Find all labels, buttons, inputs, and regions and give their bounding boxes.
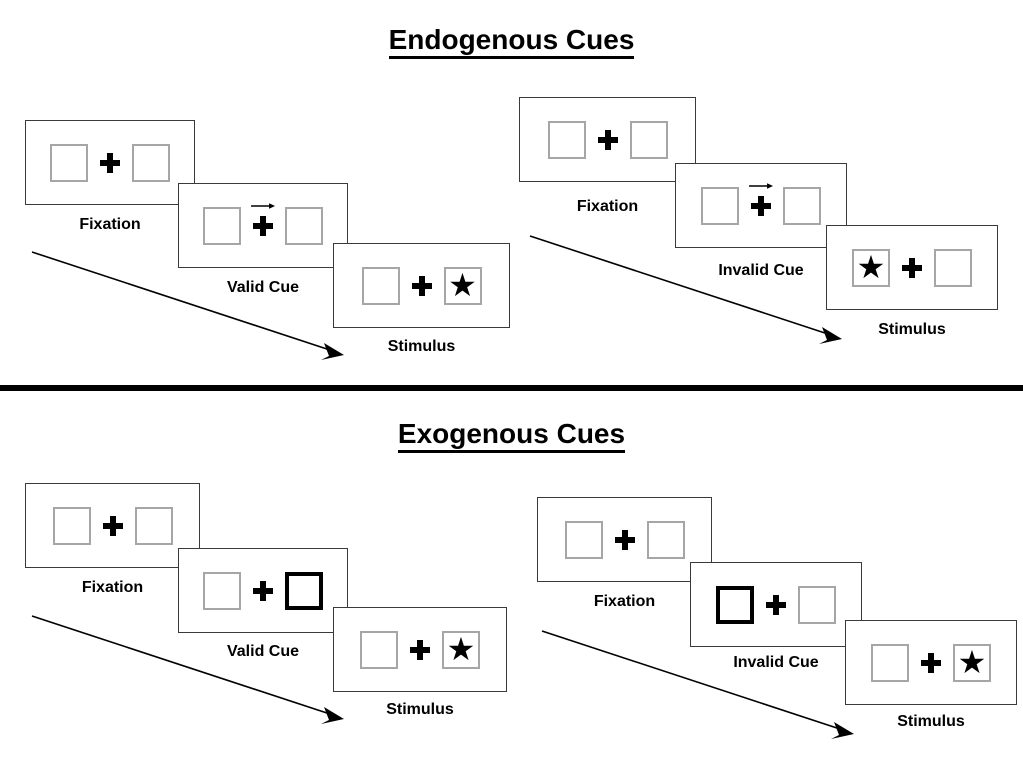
stage-panel-cue: ★ ★ [178,183,348,268]
stage-panel-cue: ★ ★ [675,163,847,248]
right-placeholder-box: ★ [646,520,685,559]
stage-display: ★ ★ [852,248,972,287]
fixation-cross-icon [597,129,618,150]
left-placeholder-box: ★ [360,630,398,669]
right-placeholder-box: ★ [798,585,836,624]
section-title-endogenous: Endogenous Cues [0,24,1023,59]
stage-panel-stimulus: ★ ★ [333,243,510,328]
stage-caption-cue: Valid Cue [226,279,300,296]
right-target-box: ★ [443,266,482,305]
stage-caption-fixation: Fixation [81,579,144,596]
section-title-exogenous-text: Exogenous Cues [397,418,626,453]
right-cued-box: ★ [285,571,323,610]
right-placeholder-box: ★ [132,143,170,182]
right-placeholder-box: ★ [134,506,173,545]
fixation-cross-icon [902,257,922,278]
stage-caption-fixation: Fixation [79,216,141,233]
star-icon: ★ [957,643,987,680]
time-arrow-icon [529,235,842,344]
cue-arrow-icon [251,202,276,209]
stage-caption-stimulus: Stimulus [386,701,454,718]
stage-display: ★ ★ [360,630,480,669]
right-placeholder-box: ★ [934,248,972,287]
stage-display: ★ ★ [547,120,668,159]
stage-panel-fixation: ★ ★ [537,497,712,582]
stage-caption-fixation: Fixation [576,198,639,215]
section-divider [0,385,1023,391]
stage-display: ★ ★ [203,571,323,610]
stage-caption-stimulus: Stimulus [878,321,946,338]
stage-caption-cue: Invalid Cue [733,654,819,671]
stage-display: ★ ★ [52,506,173,545]
section-title-exogenous: Exogenous Cues [0,418,1023,453]
fixation-cross-icon [100,152,120,173]
left-placeholder-box: ★ [52,506,91,545]
stage-display: ★ ★ [361,266,482,305]
right-placeholder-box: ★ [783,186,821,225]
stage-caption-fixation: Fixation [593,593,656,610]
left-placeholder-box: ★ [564,520,603,559]
left-cued-box: ★ [716,585,754,624]
fixation-cross-icon [921,652,941,673]
right-placeholder-box: ★ [285,206,323,245]
right-target-box: ★ [953,643,991,682]
fixation-cross-icon [411,275,432,296]
left-placeholder-box: ★ [50,143,88,182]
stage-display: ★ ★ [871,643,991,682]
stage-panel-stimulus: ★ ★ [826,225,998,310]
right-placeholder-box: ★ [629,120,668,159]
left-placeholder-box: ★ [871,643,909,682]
fixation-cross-icon [766,594,786,615]
stage-panel-fixation: ★ ★ [25,483,200,568]
star-icon: ★ [448,266,477,303]
section-title-endogenous-text: Endogenous Cues [388,24,635,59]
fixation-cross-icon [253,580,273,601]
stage-panel-fixation: ★ ★ [25,120,195,205]
left-placeholder-box: ★ [361,266,400,305]
stage-panel-stimulus: ★ ★ [333,607,507,692]
left-placeholder-box: ★ [203,571,241,610]
stage-panel-cue: ★ ★ [690,562,862,647]
stage-caption-stimulus: Stimulus [387,338,456,355]
stage-display: ★ ★ [716,585,836,624]
fixation-cross-icon [102,515,123,536]
fixation-cross-icon [251,202,276,236]
fixation-cross-icon [410,639,430,660]
right-target-box: ★ [442,630,480,669]
stage-caption-cue: Valid Cue [226,643,300,660]
left-placeholder-box: ★ [203,206,241,245]
stage-caption-stimulus: Stimulus [897,713,965,730]
stage-display: ★ ★ [50,143,170,182]
left-target-box: ★ [852,248,890,287]
stage-panel-fixation: ★ ★ [519,97,696,182]
star-icon: ★ [856,248,886,285]
stage-panel-stimulus: ★ ★ [845,620,1017,705]
star-icon: ★ [446,630,476,667]
stage-panel-cue: ★ ★ [178,548,348,633]
stage-display: ★ ★ [203,202,323,245]
stage-display: ★ ★ [564,520,685,559]
fixation-cross-icon [749,182,774,216]
cue-arrow-icon [749,182,774,189]
left-placeholder-box: ★ [547,120,586,159]
stage-display: ★ ★ [701,182,821,225]
left-placeholder-box: ★ [701,186,739,225]
stage-caption-cue: Invalid Cue [718,262,804,279]
fixation-cross-icon [614,529,635,550]
